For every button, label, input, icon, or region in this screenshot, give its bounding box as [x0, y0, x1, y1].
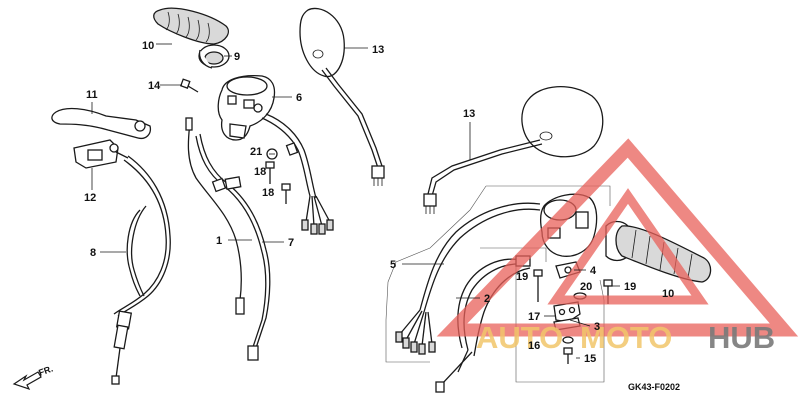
- label-part-18-lower: 18: [262, 187, 274, 199]
- bolt-18-upper: [265, 161, 275, 184]
- label-part-8: 8: [90, 247, 96, 259]
- left-switch-housing: [217, 74, 276, 141]
- label-part-19-left: 19: [516, 271, 528, 283]
- leader-lines: [91, 43, 620, 359]
- clutch-lever-bracket: [73, 139, 129, 169]
- bolt-18-lower: [281, 183, 291, 204]
- switch-wiring-harness: [261, 113, 334, 235]
- label-part-16: 16: [528, 340, 540, 352]
- label-part-9: 9: [234, 51, 240, 63]
- label-part-10-right: 10: [662, 288, 674, 300]
- throttle-cable-1: [185, 117, 245, 315]
- label-part-5: 5: [390, 259, 396, 271]
- label-part-10-left: 10: [142, 40, 154, 52]
- watermark-text-moto: MOTO: [580, 320, 672, 355]
- screw-21: [266, 148, 278, 160]
- label-part-1: 1: [216, 235, 222, 247]
- label-part-7: 7: [288, 237, 294, 249]
- part-labels: 10 9 13 14 6 11 12 8 21 18 18 1 7 13 5 1…: [84, 40, 674, 365]
- bar-end-weight: [198, 44, 230, 69]
- label-part-21: 21: [250, 146, 262, 158]
- label-part-17: 17: [528, 311, 540, 323]
- clutch-lever: [51, 107, 152, 140]
- bolt-19-left: [533, 269, 543, 302]
- diagram-code: GK43-F0202: [628, 382, 680, 392]
- label-part-3: 3: [594, 321, 600, 333]
- label-part-6: 6: [296, 92, 302, 104]
- label-part-11: 11: [86, 89, 98, 101]
- washer-16: [562, 336, 574, 344]
- label-part-20: 20: [580, 281, 592, 293]
- right-switch-wiring: [395, 202, 541, 355]
- right-mirror: [423, 85, 604, 214]
- throttle-cable-7: [195, 133, 271, 361]
- watermark-inner-triangle: [547, 188, 709, 305]
- assembly-boundary: [385, 185, 611, 383]
- watermark-triangle: [436, 138, 799, 337]
- label-part-18-upper: 18: [254, 166, 266, 178]
- left-handle-grip: [153, 7, 229, 45]
- front-arrow-icon: [12, 371, 42, 391]
- label-part-15: 15: [584, 353, 596, 365]
- screw-15: [563, 347, 573, 364]
- watermark-logo: AUTO MOTO HUB: [436, 138, 799, 355]
- label-part-4: 4: [590, 265, 597, 277]
- label-part-12: 12: [84, 192, 96, 204]
- bolt-14: [179, 78, 199, 93]
- label-part-19-right: 19: [624, 281, 636, 293]
- clutch-cable: [111, 155, 171, 385]
- watermark-text-auto: AUTO: [476, 320, 563, 355]
- label-part-14: 14: [148, 80, 161, 92]
- front-direction-indicator: FR.: [12, 364, 54, 391]
- label-part-13-right: 13: [463, 108, 475, 120]
- front-label: FR.: [37, 364, 54, 378]
- left-mirror: [299, 7, 385, 186]
- watermark-text-hub: HUB: [708, 320, 775, 355]
- label-part-13-left: 13: [372, 44, 384, 56]
- label-part-2: 2: [484, 293, 490, 305]
